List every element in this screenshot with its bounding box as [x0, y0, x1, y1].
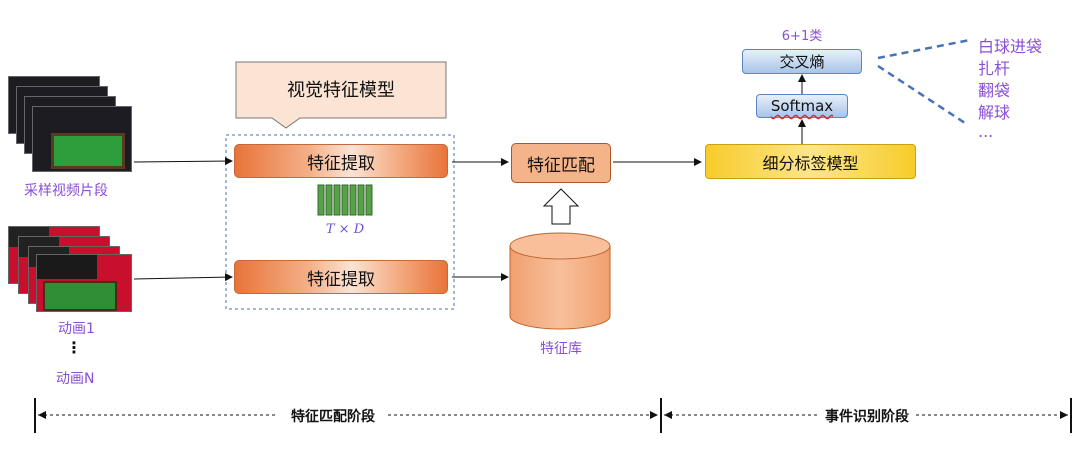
visual-model-callout [235, 61, 447, 129]
arrow-anim-to-extract [133, 273, 233, 282]
feature-extract-top-box: 特征提取 [234, 144, 448, 178]
softmax-box: Softmax [756, 94, 848, 118]
feature-library-label: 特征库 [540, 341, 582, 357]
cross-entropy-box: 交叉熵 [742, 49, 862, 74]
class-list: 白球进袋 扎杆 翻袋 解球 ... [978, 36, 1042, 140]
video-clips-label: 采样视频片段 [24, 183, 108, 199]
stage2-arrowhead-left [664, 411, 672, 419]
fine-label-model-box: 细分标签模型 [705, 144, 916, 179]
stage1-arrowhead-left [38, 411, 46, 419]
video-thumbnail [32, 106, 132, 172]
stage2-arrowhead-right [1060, 411, 1068, 419]
animation-ellipsis: ⋮ [66, 338, 82, 357]
softmax-label: Softmax [770, 97, 834, 115]
stage-matching-label: 特征匹配阶段 [291, 409, 375, 425]
dash-line-up [877, 38, 971, 60]
feature-match-label: 特征匹配 [527, 155, 595, 176]
class-item: ... [978, 122, 994, 141]
hollow-up-arrow [542, 188, 580, 225]
feature-extract-bottom-box: 特征提取 [234, 260, 448, 294]
animation-last-label: 动画N [56, 371, 95, 387]
feature-bars [317, 184, 373, 216]
dimension-label: T × D [325, 222, 365, 237]
visual-model-title: 视觉特征模型 [287, 80, 395, 101]
animation-thumbnail [36, 254, 132, 312]
class-item: 白球进袋 [978, 37, 1043, 56]
stage1-arrowhead-right [650, 411, 658, 419]
class-item: 翻袋 [978, 81, 1011, 100]
dash-line-down [877, 64, 969, 127]
cross-entropy-label: 交叉熵 [779, 53, 825, 71]
stage-recognition-label: 事件识别阶段 [825, 409, 909, 425]
feature-extract-bottom-label: 特征提取 [307, 269, 375, 290]
fine-label-model-label: 细分标签模型 [762, 153, 859, 173]
class-item: 扎杆 [978, 59, 1011, 78]
extraction-group-border [225, 134, 455, 310]
animation-first-label: 动画1 [58, 321, 95, 337]
feature-match-box: 特征匹配 [511, 143, 611, 183]
class-item: 解球 [978, 103, 1011, 122]
feature-library-cylinder [509, 232, 611, 330]
arrow-video-to-extract [133, 157, 233, 166]
class-count-label: 6+1类 [781, 29, 823, 44]
feature-extract-top-label: 特征提取 [307, 153, 375, 174]
